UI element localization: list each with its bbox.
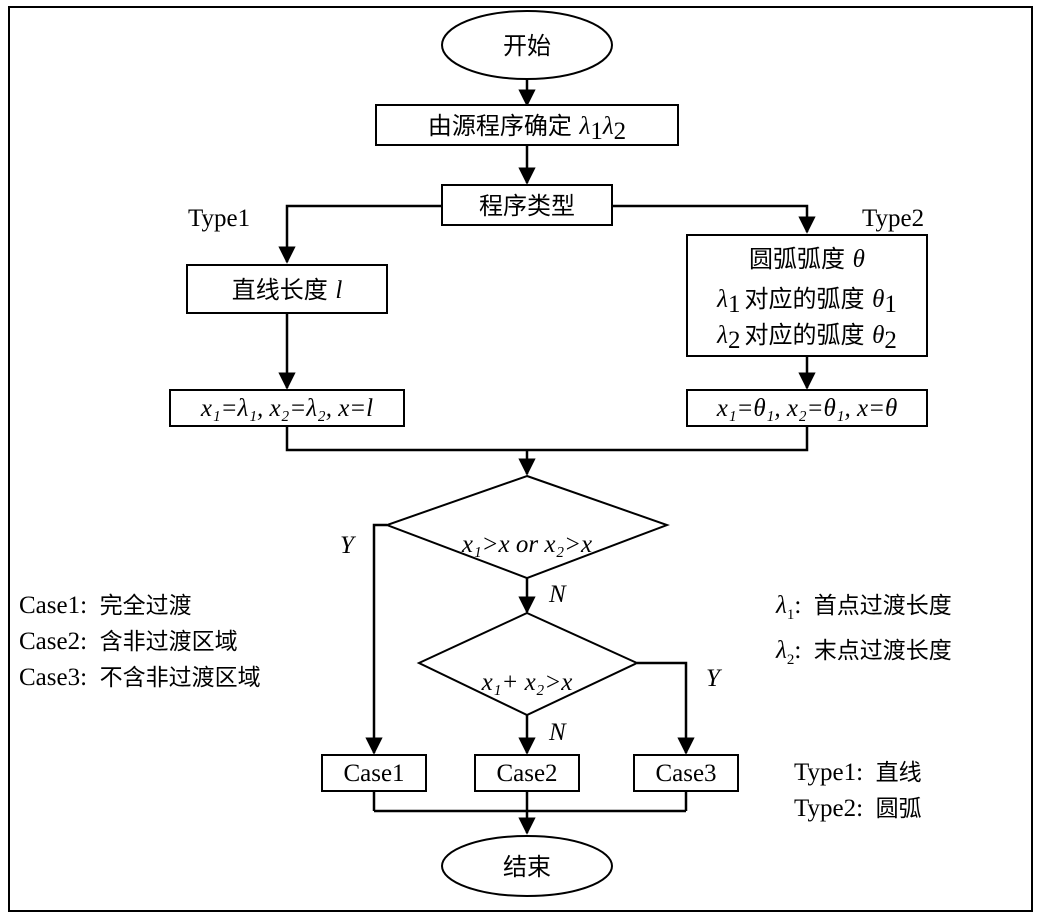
type-legend-item: Type2: 圆弧 <box>794 795 922 822</box>
case-legend-item: Case3: 不含非过渡区域 <box>19 664 261 691</box>
lambda-legend: λ1: 首点过渡长度 λ2: 末点过渡长度 <box>776 588 952 678</box>
start-label: 开始 <box>503 32 551 60</box>
case3-label: Case3 <box>655 760 716 787</box>
merge-assign1 <box>285 426 527 452</box>
arrow-decision1-yes-to-case1 <box>365 523 387 755</box>
line-length-label: 直线长度 l <box>232 276 343 304</box>
connectors <box>278 80 816 835</box>
determine-label: 由源程序确定 λ1λ2 <box>428 112 626 145</box>
case1-label: Case1 <box>343 760 404 787</box>
lambda-legend-item: λ1: 首点过渡长度 <box>776 592 952 623</box>
arrow-type-to-type1 <box>278 204 442 264</box>
case-legend-item: Case1: 完全过渡 <box>19 592 192 619</box>
decision2-yes-label: Y <box>706 665 723 692</box>
case2-node: Case2 <box>474 754 580 792</box>
assign1-label: x₁=λ₁, x₂=λ₂, x=l <box>200 395 373 422</box>
assign2-node: x₁=θ₁, x₂=θ₁, x=θ <box>686 389 928 427</box>
decision2-label: x₁+ x₂>x <box>481 669 573 696</box>
case-legend: Case1: 完全过渡 Case2: 含非过渡区域 Case3: 不含非过渡区域 <box>19 588 261 696</box>
end-label: 结束 <box>503 853 551 881</box>
case2-label: Case2 <box>496 760 557 787</box>
arc-line-1: 圆弧弧度 θ <box>749 245 865 273</box>
decision1-node: x₁>x or x₂>x <box>384 474 670 580</box>
decision1-no-label: N <box>548 581 567 608</box>
line-length-node: 直线长度 l <box>186 264 388 314</box>
assign1-node: x₁=λ₁, x₂=λ₂, x=l <box>169 389 405 427</box>
lambda-legend-item: λ2: 末点过渡长度 <box>776 636 952 668</box>
assign2-label: x₁=θ₁, x₂=θ₁, x=θ <box>716 395 898 422</box>
decision1-label: x₁>x or x₂>x <box>461 531 592 558</box>
merge-assign2 <box>527 426 809 452</box>
arrow-type-to-type2 <box>612 204 816 234</box>
type2-branch-label: Type2 <box>862 205 924 232</box>
diagram-frame <box>8 6 1033 912</box>
case3-node: Case3 <box>633 754 739 792</box>
determine-node: 由源程序确定 λ1λ2 <box>375 104 679 146</box>
decision2-no-label: N <box>548 719 567 746</box>
program-type-label: 程序类型 <box>479 192 575 220</box>
start-node: 开始 <box>441 10 613 80</box>
end-node: 结束 <box>441 835 613 897</box>
arrow-decision2-yes-to-case3 <box>637 661 695 755</box>
decision2-node: x₁+ x₂>x <box>416 611 640 717</box>
type-legend: Type1: 直线 Type2: 圆弧 <box>794 755 922 827</box>
case1-node: Case1 <box>321 754 427 792</box>
program-type-node: 程序类型 <box>441 184 613 226</box>
case-legend-item: Case2: 含非过渡区域 <box>19 628 238 655</box>
type-legend-item: Type1: 直线 <box>794 759 922 786</box>
type1-branch-label: Type1 <box>188 205 250 232</box>
decision1-yes-label: Y <box>340 532 357 559</box>
